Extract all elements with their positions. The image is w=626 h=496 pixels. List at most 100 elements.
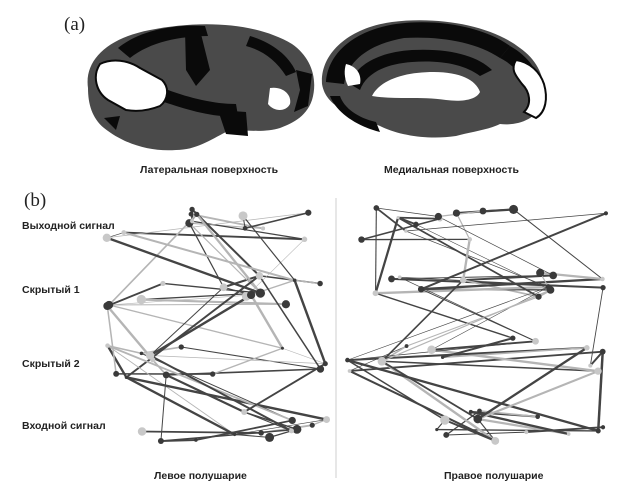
medial-brain — [321, 20, 547, 138]
network-node — [305, 209, 312, 216]
network-node — [588, 363, 593, 368]
network-node — [536, 268, 545, 277]
network-node — [477, 408, 482, 414]
network-edge — [589, 287, 604, 366]
network-edge — [191, 208, 261, 277]
network-edge — [376, 207, 439, 217]
network-edge — [442, 347, 587, 359]
network-edge — [445, 410, 480, 436]
network-edge — [347, 340, 536, 361]
network-edge — [397, 216, 539, 298]
network-node — [435, 428, 439, 432]
network-node — [584, 345, 590, 351]
network-edge — [347, 359, 446, 421]
network-edge — [381, 289, 551, 362]
network-node — [255, 288, 266, 298]
network-edge — [347, 286, 549, 361]
network-edge — [347, 359, 599, 433]
lateral-caption: Латеральная поверхность — [140, 164, 279, 176]
network-node — [188, 211, 194, 217]
network-node — [292, 278, 297, 283]
network-edge — [477, 346, 588, 420]
network-edge — [421, 277, 603, 291]
network-node — [417, 285, 425, 293]
network-edge — [381, 279, 464, 362]
network-edge — [375, 207, 407, 232]
network-node — [103, 302, 112, 311]
network-node — [404, 229, 408, 233]
network-node — [459, 276, 467, 284]
network-node — [388, 275, 395, 283]
network-node — [162, 371, 170, 379]
network-edge — [108, 304, 283, 349]
network-edge — [150, 355, 326, 365]
left-hemisphere-caption: Левое полушарие — [154, 470, 247, 482]
network-node — [373, 205, 380, 211]
network-edge — [188, 222, 261, 294]
network-edge — [106, 345, 128, 378]
panel-b-label: (b) — [24, 190, 47, 211]
network-edge — [406, 296, 539, 347]
network-node — [157, 438, 164, 445]
network-node — [255, 271, 264, 280]
network-node — [595, 428, 601, 434]
network-node — [510, 335, 516, 341]
network-edge — [258, 275, 322, 370]
network-node — [113, 370, 120, 377]
network-edge — [250, 294, 284, 349]
network-edge — [126, 376, 327, 421]
network-node — [102, 233, 111, 242]
network-edge — [438, 216, 554, 276]
network-node — [190, 219, 195, 224]
network-node — [600, 276, 605, 282]
network-edge — [381, 360, 479, 420]
network-node — [372, 290, 379, 297]
network-node — [347, 369, 352, 373]
network-node — [535, 293, 542, 300]
network-node — [509, 204, 519, 215]
network-edge — [149, 286, 224, 356]
network-node — [280, 346, 284, 350]
network-edge — [192, 220, 305, 240]
network-edge — [106, 282, 164, 307]
network-node — [136, 294, 147, 305]
network-node — [413, 221, 419, 228]
network-edge — [436, 428, 599, 432]
network-node — [233, 432, 237, 437]
left-hemisphere-network — [102, 206, 331, 445]
panel-a-label: (a) — [64, 14, 86, 35]
network-edge — [513, 209, 603, 280]
lateral-brain — [87, 24, 315, 151]
network-node — [288, 428, 294, 434]
network-node — [281, 300, 291, 309]
network-node — [265, 432, 275, 442]
network-edge — [442, 337, 514, 359]
network-node — [532, 337, 539, 345]
network-node — [209, 371, 216, 377]
network-node — [491, 436, 500, 445]
network-edge — [282, 347, 326, 365]
network-node — [473, 414, 483, 424]
network-edge — [109, 303, 286, 306]
network-node — [323, 416, 331, 423]
network-edge — [405, 212, 606, 232]
network-node — [258, 430, 264, 436]
network-node — [535, 414, 541, 420]
network-node — [260, 226, 266, 231]
network-node — [301, 236, 308, 243]
network-edge — [431, 286, 549, 351]
medial-caption: Медиальная поверхность — [384, 164, 519, 176]
network-node — [545, 284, 552, 290]
network-edge — [160, 374, 167, 442]
network-edge — [141, 298, 286, 306]
network-edge — [242, 215, 296, 281]
network-node — [247, 290, 256, 300]
network-node — [194, 438, 198, 442]
network-edge — [391, 277, 604, 289]
network-edge — [482, 208, 514, 212]
network-node — [479, 207, 487, 215]
network-edge — [162, 282, 261, 294]
network-edge — [160, 439, 196, 442]
